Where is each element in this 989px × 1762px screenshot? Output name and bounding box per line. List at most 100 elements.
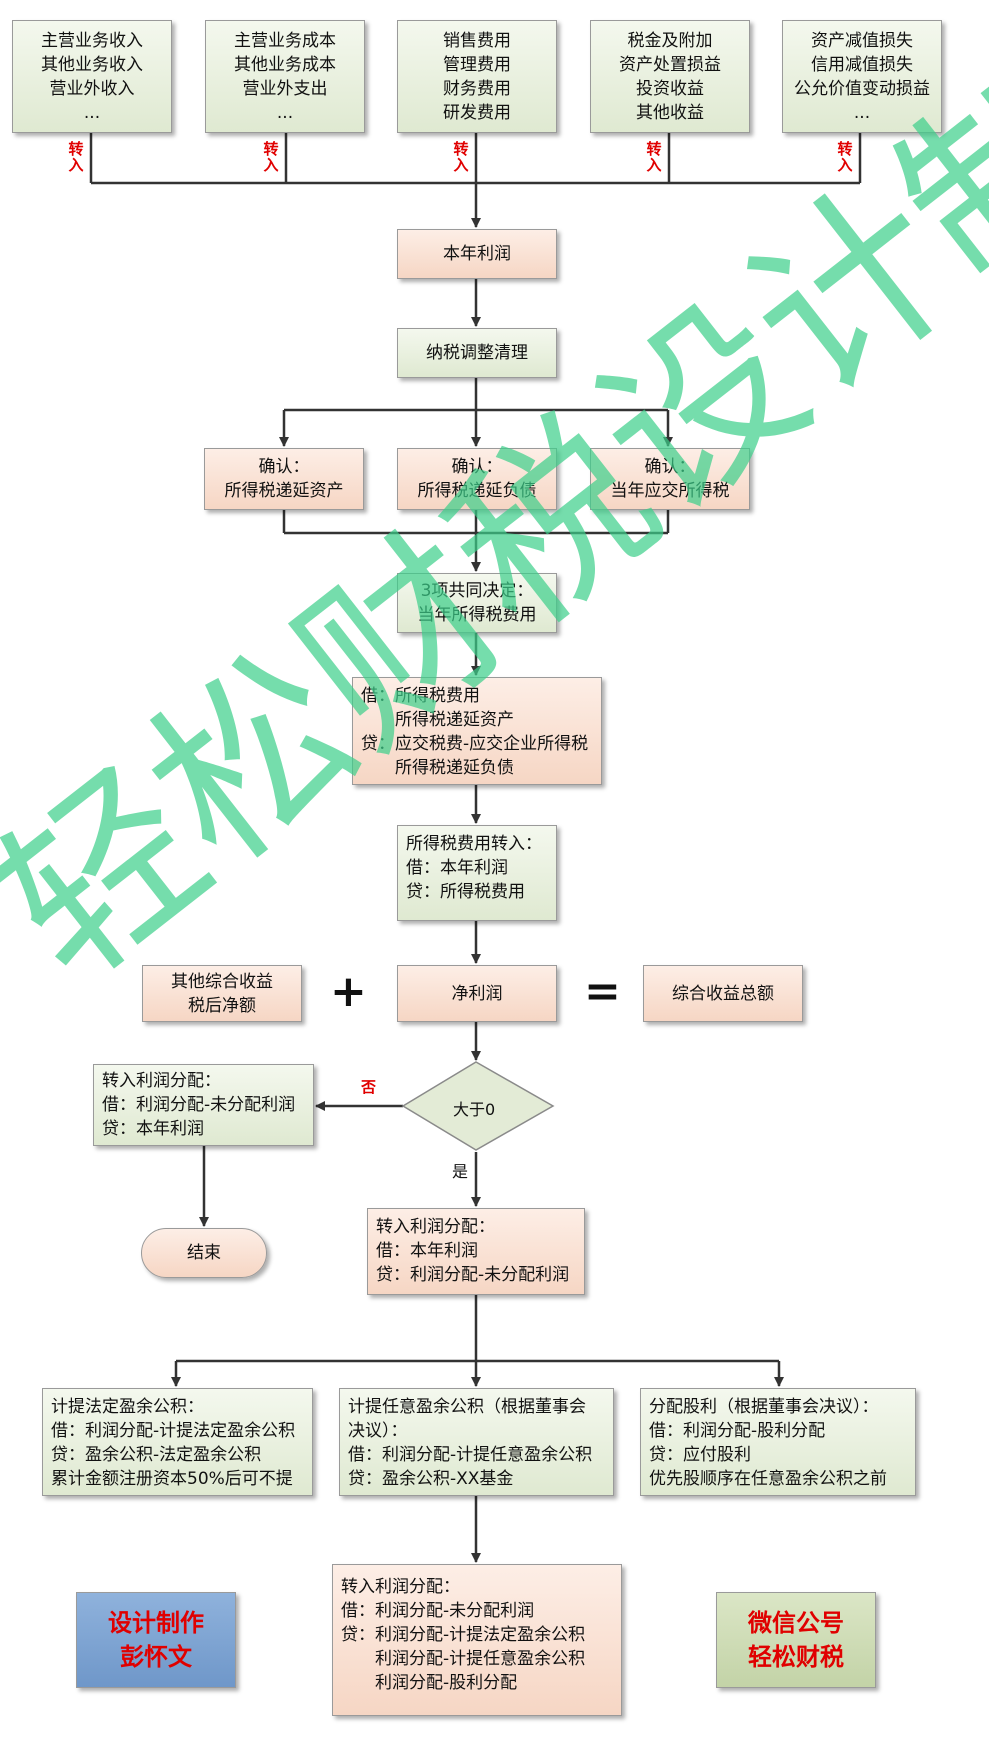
final-line-5: 利润分配-股利分配	[341, 1673, 518, 1693]
final-line-2: 借：利润分配-未分配利润	[341, 1601, 535, 1621]
tax-gain-line-1: 税金及附加	[627, 30, 713, 51]
impairment-line-1: 资产减值损失	[811, 30, 913, 51]
discretionary-line-4: 贷：盈余公积-XX基金	[348, 1469, 514, 1489]
statutory-reserve-box: 计提法定盈余公积： 借：利润分配-计提法定盈余公积 贷：盈余公积-法定盈余公积 …	[42, 1388, 313, 1496]
dividend-box: 分配股利（根据董事会决议）： 借：利润分配-股利分配 贷：应付股利 优先股顺序在…	[640, 1388, 916, 1496]
revenue-line-2: 其他业务收入	[41, 54, 143, 75]
designer-line-1: 设计制作	[108, 1609, 204, 1637]
expense-line-4: 研发费用	[443, 102, 511, 123]
profit-transfer-line-2: 借：本年利润	[376, 1241, 478, 1261]
loss-line-3: 贷：本年利润	[102, 1119, 204, 1139]
tax-gain-line-3: 投资收益	[636, 78, 704, 99]
tax-entry-line-3: 贷：应交税费-应交企业所得税	[361, 734, 589, 754]
transfer-label: 转入	[837, 140, 853, 174]
tax-entry-box: 借：所得税费用 所得税递延资产 贷：应交税费-应交企业所得税 所得税递延负债	[352, 677, 602, 785]
final-line-1: 转入利润分配：	[341, 1577, 460, 1597]
confirm-deferred-liability-box: 确认： 所得税递延负债	[397, 448, 557, 510]
no-label: 否	[361, 1078, 377, 1096]
dividend-line-3: 贷：应付股利	[649, 1445, 751, 1465]
transfer-label: 转入	[68, 140, 84, 174]
dividend-line-1: 分配股利（根据董事会决议）：	[649, 1397, 879, 1417]
discretionary-line-3: 借：利润分配-计提任意盈余公积	[348, 1445, 593, 1465]
dividend-line-4: 优先股顺序在任意盈余公积之前	[649, 1469, 887, 1489]
profit-transfer-line-1: 转入利润分配：	[376, 1217, 495, 1237]
oci-box: 其他综合收益 税后净额	[142, 965, 302, 1022]
net-profit-box: 净利润	[397, 965, 557, 1022]
tax-transfer-line-1: 所得税费用转入：	[406, 834, 542, 854]
transfer-label: 转入	[263, 140, 279, 174]
tax-transfer-box: 所得税费用转入： 借：本年利润 贷：所得税费用	[397, 825, 557, 921]
confirm-text: 所得税递延负债	[417, 481, 537, 501]
discretionary-line-2: 决议）：	[348, 1421, 408, 1441]
expense-box: 销售费用 管理费用 财务费用 研发费用	[397, 20, 557, 133]
tax-entry-line-4: 所得税递延负债	[361, 758, 514, 778]
dividend-line-2: 借：利润分配-股利分配	[649, 1421, 826, 1441]
statutory-line-4: 累计金额注册资本50%后可不提	[51, 1469, 293, 1489]
decide-line-1: 3项共同决定：	[420, 581, 534, 601]
designer-credit-box: 设计制作 彭怀文	[76, 1592, 236, 1688]
expense-line-2: 管理费用	[443, 54, 511, 75]
decide-line-2: 当年所得税费用	[417, 605, 537, 625]
confirm-deferred-asset-box: 确认： 所得税递延资产	[204, 448, 364, 510]
oci-line-1: 其他综合收益	[171, 971, 273, 992]
statutory-line-2: 借：利润分配-计提法定盈余公积	[51, 1421, 296, 1441]
statutory-line-1: 计提法定盈余公积：	[51, 1397, 204, 1417]
profit-year-text: 本年利润	[443, 244, 511, 264]
expense-line-3: 财务费用	[443, 78, 511, 99]
tax-gain-line-4: 其他收益	[636, 102, 704, 123]
profit-transfer-line-3: 贷：利润分配-未分配利润	[376, 1265, 570, 1285]
tax-gain-line-2: 资产处置损益	[619, 54, 721, 75]
expense-line-1: 销售费用	[443, 30, 511, 51]
equals-sign: =	[584, 966, 621, 1017]
confirm-text: 所得税递延资产	[224, 481, 344, 501]
end-terminal: 结束	[141, 1228, 267, 1278]
loss-transfer-box: 转入利润分配： 借：利润分配-未分配利润 贷：本年利润	[93, 1064, 314, 1146]
tax-entry-line-2: 所得税递延资产	[361, 710, 514, 730]
statutory-line-3: 贷：盈余公积-法定盈余公积	[51, 1445, 262, 1465]
discretionary-line-1: 计提任意盈余公积（根据董事会	[348, 1397, 586, 1417]
impairment-line-4: ...	[853, 102, 871, 123]
tax-adjust-text: 纳税调整清理	[426, 343, 528, 363]
cost-box: 主营业务成本 其他业务成本 营业外支出 ...	[205, 20, 365, 133]
tax-gain-box: 税金及附加 资产处置损益 投资收益 其他收益	[590, 20, 750, 133]
plus-sign: +	[330, 966, 367, 1017]
revenue-line-4: ...	[83, 102, 101, 123]
end-text: 结束	[187, 1243, 221, 1263]
profit-transfer-box: 转入利润分配： 借：本年利润 贷：利润分配-未分配利润	[367, 1208, 585, 1295]
cost-line-2: 其他业务成本	[234, 54, 336, 75]
decision-diamond	[401, 1061, 555, 1151]
total-income-box: 综合收益总额	[643, 965, 803, 1022]
wechat-line-2: 轻松财税	[748, 1643, 844, 1671]
confirm-current-tax-box: 确认： 当年应交所得税	[590, 448, 750, 510]
tax-adjust-box: 纳税调整清理	[397, 328, 557, 378]
designer-line-2: 彭怀文	[120, 1643, 192, 1671]
discretionary-reserve-box: 计提任意盈余公积（根据董事会 决议）： 借：利润分配-计提任意盈余公积 贷：盈余…	[339, 1388, 614, 1496]
final-line-3: 贷：利润分配-计提法定盈余公积	[341, 1625, 586, 1645]
confirm-label: 确认：	[258, 457, 310, 477]
transfer-label: 转入	[453, 140, 469, 174]
profit-year-box: 本年利润	[397, 229, 557, 279]
oci-line-2: 税后净额	[188, 995, 256, 1016]
tax-transfer-line-2: 借：本年利润	[406, 858, 508, 878]
cost-line-1: 主营业务成本	[234, 30, 336, 51]
final-transfer-box: 转入利润分配： 借：利润分配-未分配利润 贷：利润分配-计提法定盈余公积 利润分…	[332, 1564, 622, 1716]
decide-tax-expense-box: 3项共同决定： 当年所得税费用	[397, 573, 557, 633]
impairment-line-2: 信用减值损失	[811, 54, 913, 75]
transfer-label: 转入	[646, 140, 662, 174]
confirm-label: 确认：	[644, 457, 696, 477]
impairment-line-3: 公允价值变动损益	[794, 78, 930, 99]
tax-entry-line-1: 借：所得税费用	[361, 686, 480, 706]
loss-line-1: 转入利润分配：	[102, 1071, 221, 1091]
final-line-4: 利润分配-计提任意盈余公积	[341, 1649, 586, 1669]
revenue-line-3: 营业外收入	[49, 78, 135, 99]
revenue-box: 主营业务收入 其他业务收入 营业外收入 ...	[12, 20, 172, 133]
cost-line-3: 营业外支出	[242, 78, 328, 99]
loss-line-2: 借：利润分配-未分配利润	[102, 1095, 296, 1115]
decision-label: 大于0	[453, 1100, 496, 1119]
wechat-credit-box: 微信公号 轻松财税	[716, 1592, 876, 1688]
cost-line-4: ...	[276, 102, 294, 123]
confirm-text: 当年应交所得税	[610, 481, 730, 501]
total-income-text: 综合收益总额	[672, 983, 774, 1004]
